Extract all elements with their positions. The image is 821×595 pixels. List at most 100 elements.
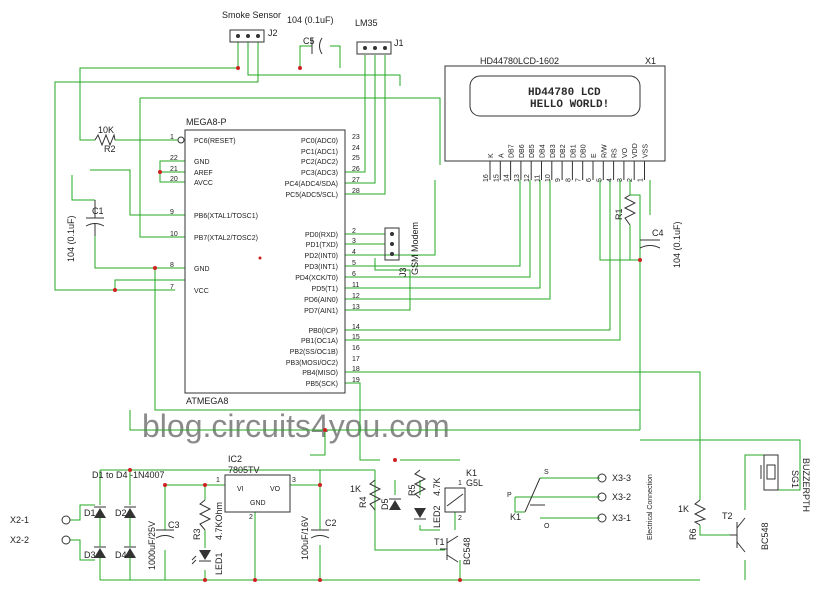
mcu-right-pin-number: 24 <box>352 145 360 152</box>
mcu-right-pin-label: PD4(XCK/T0) <box>295 275 338 282</box>
lcd-pin-number: 8 <box>565 178 572 182</box>
gsm-connector: GSM Modem J3 <box>384 222 420 277</box>
mcu-right-pin-label: PD7(AIN1) <box>304 308 338 315</box>
mcu-left-pin-label: AREF <box>194 170 213 177</box>
c2-capacitor: C2 100uF/16V <box>300 516 337 560</box>
d5-ref-label: D5 <box>380 498 390 510</box>
mcu-right-pin-number: 4 <box>352 249 356 256</box>
r6-resistor: 1K R6 <box>678 499 707 540</box>
x3-3-label: X3-3 <box>612 473 631 483</box>
led2: LED2 <box>414 505 442 528</box>
mcu-right-pin-label: PC1(ADC1) <box>301 149 338 156</box>
lcd-pin-label: DB5 <box>529 144 536 158</box>
lcd-pin-label: DB2 <box>560 144 567 158</box>
ic2-gnd-label: GND <box>250 500 266 507</box>
mcu-left-pin-label: PC6(RESET) <box>194 138 236 145</box>
mcu-atmega8: MEGA8-P ATMEGA8 PC6(RESET)1GND22AREF21AV… <box>170 117 360 406</box>
mcu-left-pin-label: VCC <box>194 288 209 295</box>
lcd-pin-number: 4 <box>607 178 614 182</box>
mcu-right-pin-number: 17 <box>352 356 360 363</box>
led2-label: LED2 <box>432 505 442 528</box>
lcd-pin-number: 10 <box>545 174 552 182</box>
junction-dots <box>113 66 642 582</box>
mcu-right-pin-number: 14 <box>352 324 360 331</box>
r3-ref-label: R3 <box>192 528 202 540</box>
lcd-pin-number: 7 <box>576 178 583 182</box>
mcu-right-pin-number: 5 <box>352 260 356 267</box>
mcu-right-pin-label: PC2(ADC2) <box>301 159 338 166</box>
lcd-pin-label: DB1 <box>570 144 577 158</box>
r5-value-label: 4.7K <box>432 477 442 496</box>
lcd-pin-number: 16 <box>483 174 490 182</box>
t1-ref-label: T1 <box>434 537 445 547</box>
smoke-sensor-label: Smoke Sensor <box>222 10 281 20</box>
ic2-ref-label: IC2 <box>228 454 242 464</box>
k1-relay-coil: K1 G5L 1 2 <box>444 468 483 522</box>
lm35-label: LM35 <box>355 18 378 28</box>
lcd-pin-number: 13 <box>514 174 521 182</box>
k1-ref-label: K1 <box>466 468 477 478</box>
lcd-pin-label: DB4 <box>540 144 547 158</box>
r4-ref-label: R4 <box>358 496 368 508</box>
lcd-pin-label: DB0 <box>581 144 588 158</box>
mcu-right-pin-label: PC4(ADC4/SDA) <box>285 181 338 188</box>
mcu-right-pin-number: 19 <box>352 377 360 384</box>
mcu-right-pin-number: 11 <box>352 282 359 289</box>
diodes-note-label: D1 to D4 -1N4007 <box>92 470 165 480</box>
lcd-pin-label: DB7 <box>509 144 516 158</box>
mcu-left-pin-number: 1 <box>170 134 174 141</box>
r4-value-label: 1K <box>350 484 361 494</box>
t1-part-label: BC548 <box>462 537 472 565</box>
lcd-pin-number: 14 <box>504 174 511 182</box>
mcu-right-pin-label: PC5(ADC5/SCL) <box>285 192 338 199</box>
lcd-pin-label: A <box>498 153 505 158</box>
watermark-text: blog.circuits4you.com <box>142 408 450 444</box>
x3-2-label: X3-2 <box>612 492 631 502</box>
lcd-pin-number: 12 <box>524 174 531 182</box>
mcu-left-pin-label: GND <box>194 159 210 166</box>
d4-label: D4 <box>115 550 127 560</box>
c5-capacitor: 104 (0.1uF) C5 <box>287 15 334 55</box>
mcu-right-pin-label: PB0(ICP) <box>308 328 338 335</box>
c4-capacitor: C4 104 (0.1uF) <box>639 221 682 268</box>
lcd-pin-number: 5 <box>596 178 603 182</box>
t2-part-label: BC548 <box>760 522 770 550</box>
switch-s-label: S <box>544 469 549 476</box>
mcu-left-pin-number: 7 <box>170 284 174 291</box>
lcd-pin-label: R/W <box>601 144 608 158</box>
lcd-pin-number: 15 <box>493 174 500 182</box>
c2-value-label: 100uF/16V <box>300 516 310 560</box>
mcu-left-pin-label: PB6(XTAL1/TOSC1) <box>194 213 258 220</box>
bridge-rectifier: D1 to D4 -1N4007 D1 D2 D3 D4 <box>84 470 165 580</box>
x3-1-label: X3-1 <box>612 513 631 523</box>
r6-value-label: 1K <box>678 504 689 514</box>
lcd-pin-label: VO <box>622 147 629 158</box>
mcu-right-pin-label: PD6(AIN0) <box>304 297 338 304</box>
mcu-right-pin-label: PB4(MISO) <box>302 370 338 377</box>
c5-ref-label: C5 <box>303 36 315 46</box>
mcu-right-pin-label: PB3(MOSI/OC2) <box>286 360 338 367</box>
lcd-pins: K16A15DB714DB613DB512DB411DB310DB29DB18D… <box>483 143 650 182</box>
r1-resistor: R1 <box>614 194 637 226</box>
wire-net <box>54 42 801 581</box>
ic2-pin3-label: 3 <box>292 477 296 484</box>
mcu-right-pin-label: PD5(T1) <box>312 286 338 293</box>
c5-value-label: 104 (0.1uF) <box>287 15 334 25</box>
gsm-label: GSM Modem <box>410 222 420 275</box>
mcu-left-pins: PC6(RESET)1GND22AREF21AVCC20PB6(XTAL1/TO… <box>170 134 258 295</box>
mcu-right-pin-label: PB5(SCK) <box>306 381 338 388</box>
r5-ref-label: R5 <box>407 484 417 496</box>
mcu-right-pin-label: PC3(ADC3) <box>301 170 338 177</box>
lcd-pin-number: 6 <box>586 178 593 182</box>
mcu-left-pin-label: AVCC <box>194 180 213 187</box>
mcu-right-pin-number: 25 <box>352 155 360 162</box>
lcd-pin-number: 3 <box>617 178 624 182</box>
c1-ref-label: C1 <box>92 206 104 216</box>
mcu-right-pin-number: 6 <box>352 271 356 278</box>
r3-value-label: 4.7KOhm <box>214 502 224 540</box>
ic2-pin1-label: 1 <box>216 477 220 484</box>
gsm-ref-label: J3 <box>398 267 408 277</box>
mcu-right-pin-number: 26 <box>352 166 360 173</box>
mcu-right-pin-number: 28 <box>352 188 360 195</box>
lcd-pin-label: RS <box>612 148 619 158</box>
